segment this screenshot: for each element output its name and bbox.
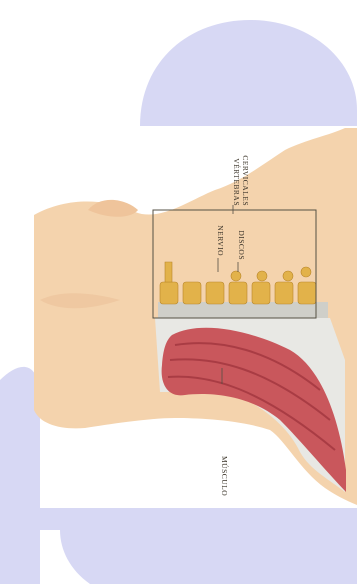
- spine-knob-3: [283, 271, 293, 281]
- vertebra-6: [275, 282, 293, 304]
- spinous-process: [165, 262, 172, 282]
- label-nerve: NERVIO: [216, 225, 225, 256]
- watermark-top-shape: [140, 20, 357, 126]
- vertebra-5: [252, 282, 270, 304]
- label-cervical-vertebrae-1: VÉRTEBRAS: [232, 158, 242, 206]
- label-discs: DISCOS: [237, 230, 246, 260]
- disc-band: [158, 302, 328, 318]
- label-muscle: MÚSCULO: [220, 456, 230, 496]
- vertebra-2: [183, 282, 201, 304]
- label-cervical-vertebrae-2: CERVICALES: [241, 155, 250, 206]
- spine-knob-2: [257, 271, 267, 281]
- watermark-bottom-band: [0, 508, 357, 530]
- vertebra-4: [229, 282, 247, 304]
- vertebra-3: [206, 282, 224, 304]
- watermark-bottom-shape: [60, 530, 357, 584]
- spine-knob-1: [231, 271, 241, 281]
- vertebra-1: [160, 282, 178, 304]
- vertebra-7: [298, 282, 316, 304]
- spine-knob-4: [301, 267, 311, 277]
